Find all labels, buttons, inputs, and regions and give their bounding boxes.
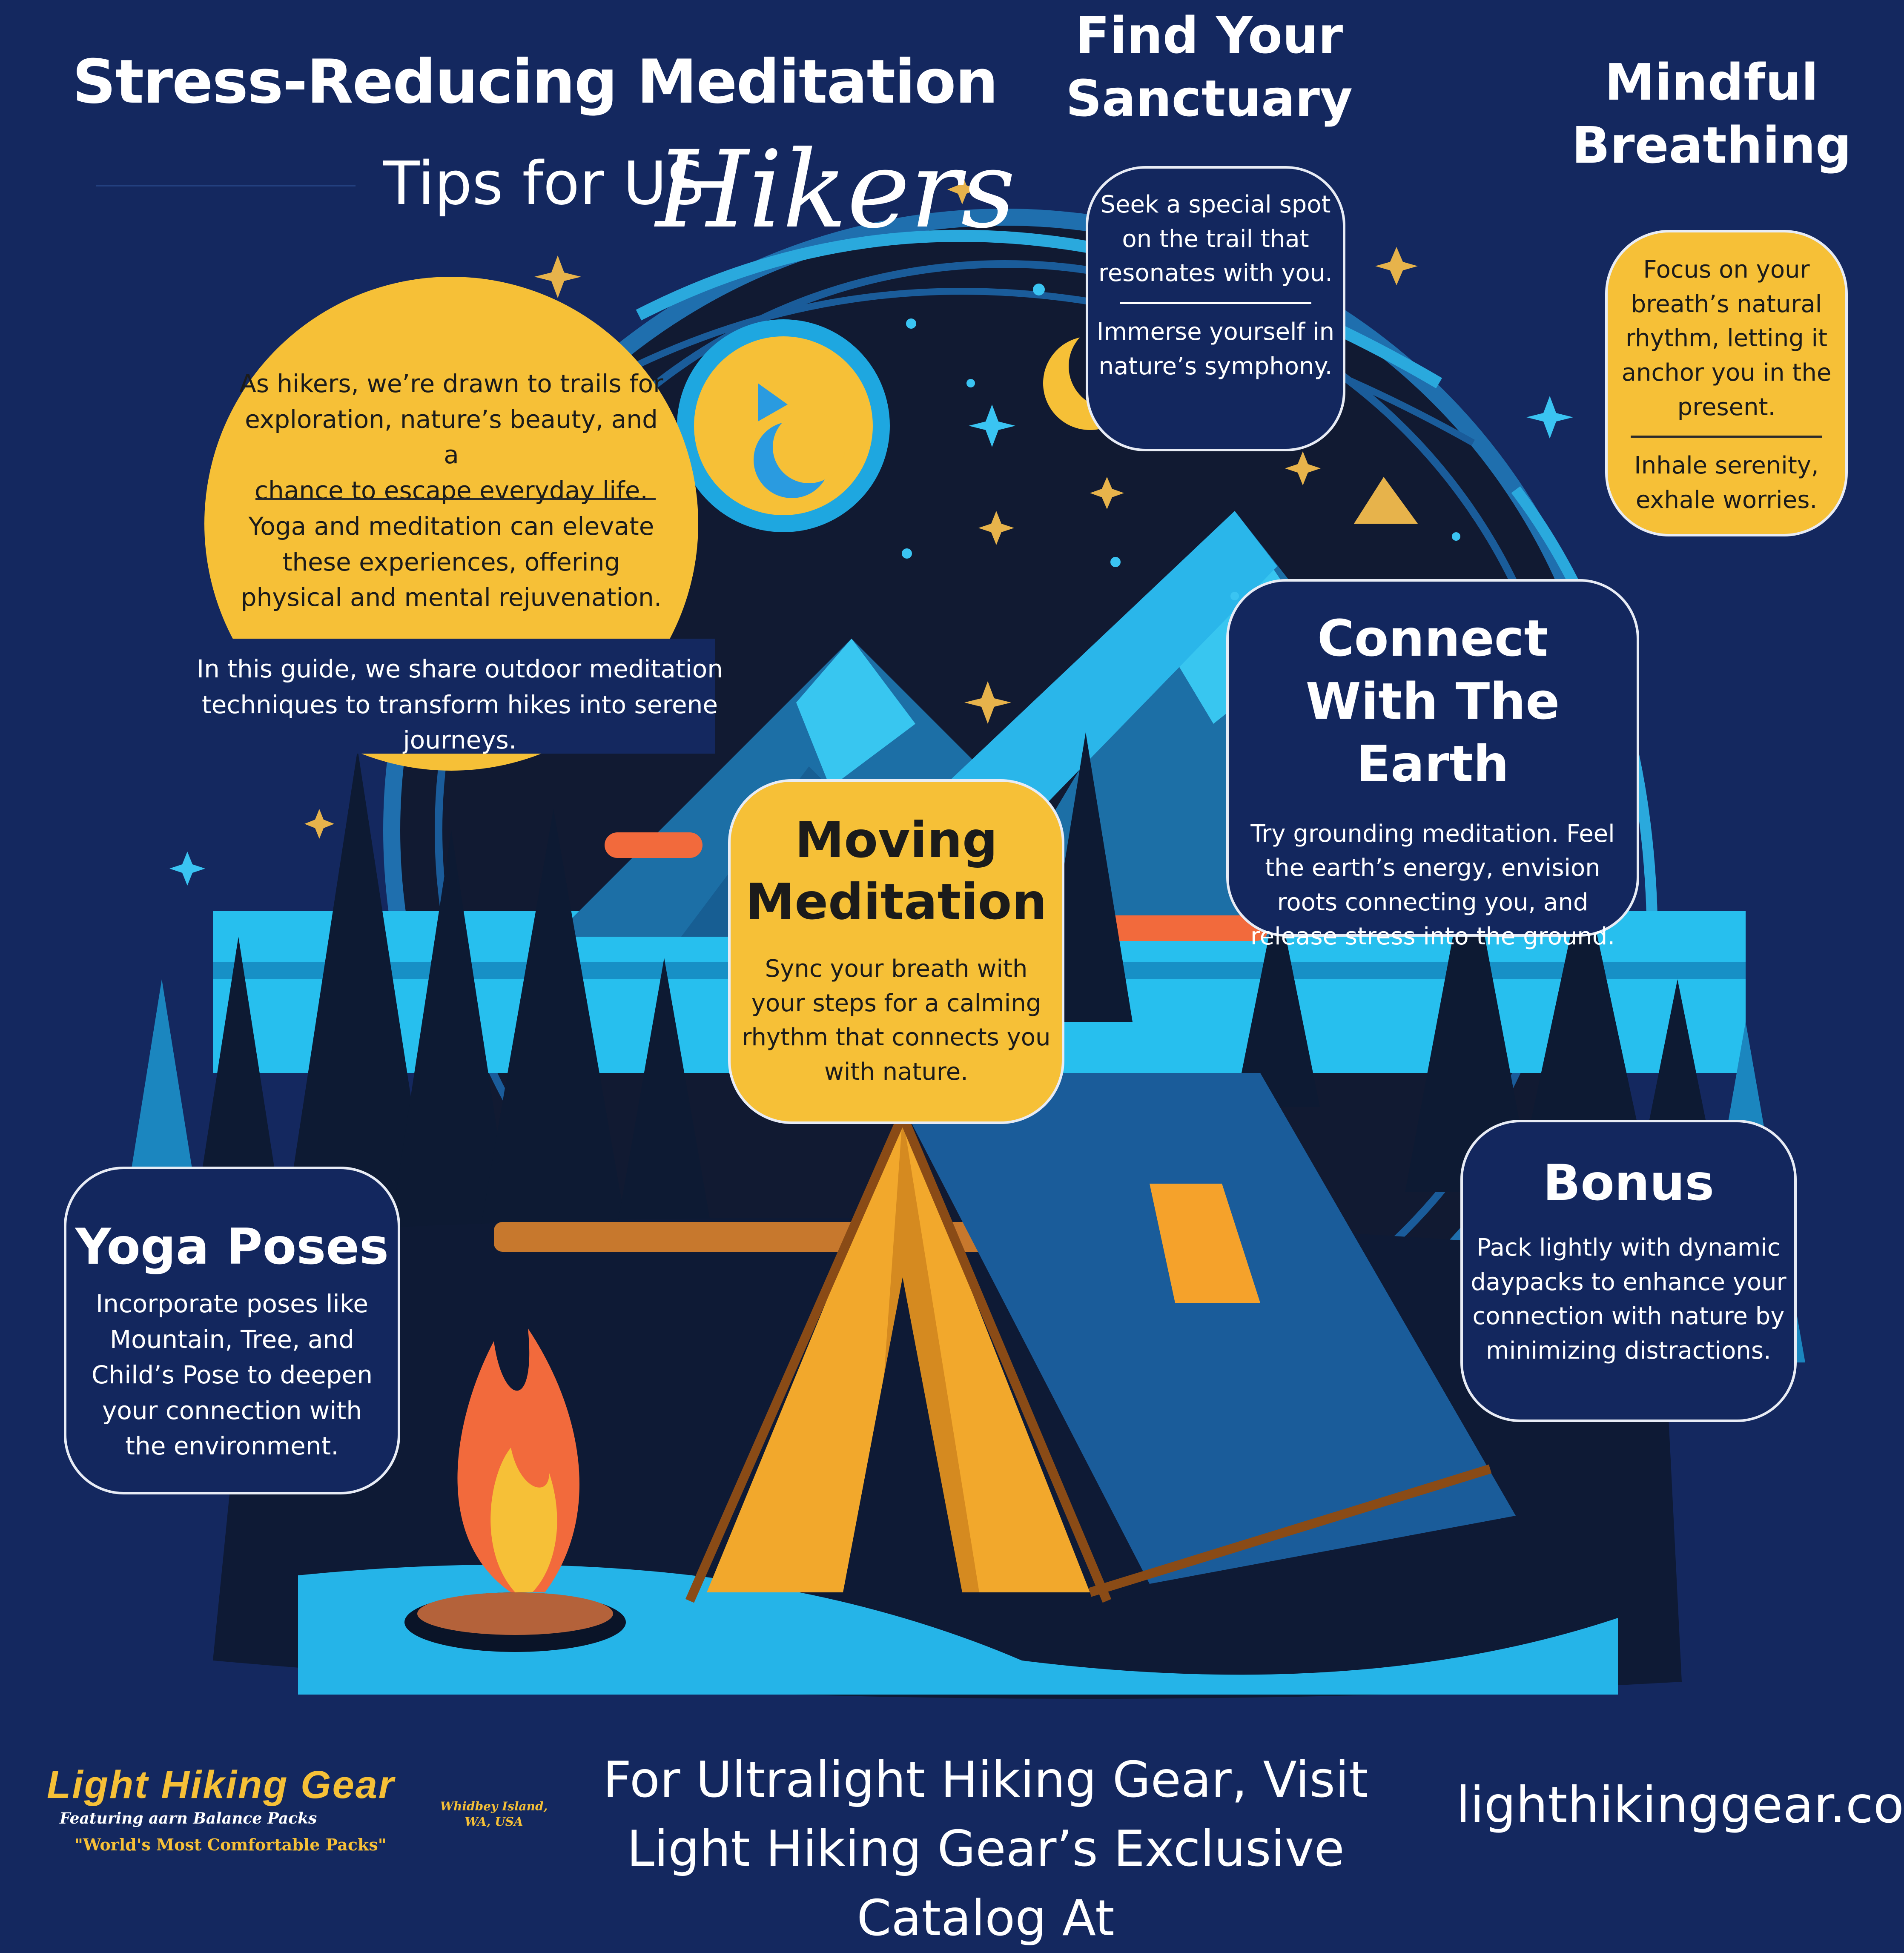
breathing-heading: Mindful Breathing bbox=[1571, 53, 1852, 175]
page-subtitle: Tips for US bbox=[383, 149, 705, 218]
yoga-heading: Yoga Poses bbox=[75, 1218, 389, 1276]
intro-paragraph-3: In this guide, we share outdoor meditati… bbox=[197, 654, 723, 755]
intro-divider bbox=[255, 498, 656, 500]
sanctuary-divider bbox=[1120, 301, 1311, 304]
intro-band bbox=[204, 639, 715, 754]
tent-window bbox=[1150, 1184, 1260, 1303]
brand-tagline: "World's Most Comfortable Packs" bbox=[75, 1835, 387, 1854]
page-title: Stress-Reducing Meditation bbox=[72, 47, 998, 117]
breathing-card: Focus on your breath’s natural rhythm, l… bbox=[1605, 230, 1848, 536]
breathing-text-1: Focus on your breath’s natural rhythm, l… bbox=[1621, 256, 1832, 421]
sanctuary-text-1: Seek a special spot on the trail that re… bbox=[1098, 191, 1333, 287]
breathing-divider bbox=[1631, 436, 1822, 438]
sanctuary-heading: Find Your Sanctuary bbox=[1066, 6, 1353, 128]
footer-cta: For Ultralight Hiking Gear, Visit Light … bbox=[603, 1751, 1368, 1947]
blue-tent bbox=[886, 1073, 1516, 1584]
bonus-card: Bonus Pack lightly with dynamic daypacks… bbox=[1460, 1120, 1797, 1422]
bonus-text: Pack lightly with dynamic daypacks to en… bbox=[1471, 1234, 1786, 1365]
brand-location: Whidbey Island, WA, USA bbox=[440, 1799, 548, 1829]
star-icon bbox=[304, 175, 1418, 839]
tent-icon bbox=[685, 1113, 1492, 1603]
star-icon bbox=[169, 396, 1573, 886]
moving-card: Moving Meditation Sync your breath with … bbox=[728, 779, 1064, 1124]
tent-icon bbox=[1354, 477, 1418, 524]
yoga-text: Incorporate poses like Mountain, Tree, a… bbox=[91, 1289, 373, 1461]
breathing-text-2: Inhale serenity, exhale worries. bbox=[1634, 452, 1819, 514]
river bbox=[298, 1565, 1618, 1695]
sanctuary-text-2: Immerse yourself in nature’s symphony. bbox=[1096, 318, 1335, 380]
moon-icon bbox=[677, 319, 890, 532]
cloud bbox=[605, 832, 703, 858]
title-divider bbox=[96, 185, 356, 186]
earth-card: Connect With The Earth Try grounding med… bbox=[1226, 579, 1639, 950]
brand-logo[interactable]: Light Hiking Gear bbox=[47, 1763, 395, 1807]
moving-heading: Moving Meditation bbox=[745, 812, 1047, 931]
page-subtitle-script: Hikers bbox=[656, 128, 1016, 252]
website-link[interactable]: lighthikinggear.com bbox=[1456, 1775, 1904, 1834]
intro-paragraph-2: Yoga and meditation can elevate these ex… bbox=[241, 512, 662, 612]
bonus-heading: Bonus bbox=[1543, 1154, 1715, 1212]
campfire-icon bbox=[404, 1328, 626, 1652]
sanctuary-card: Seek a special spot on the trail that re… bbox=[1086, 166, 1345, 451]
brand-featuring: Featuring aarn Balance Packs bbox=[60, 1810, 317, 1827]
earth-text: Try grounding meditation. Feel the earth… bbox=[1250, 820, 1615, 951]
earth-heading: Connect With The Earth bbox=[1305, 609, 1560, 793]
intro-paragraph-1: As hikers, we’re drawn to trails for exp… bbox=[239, 369, 663, 505]
cloud bbox=[1090, 915, 1269, 941]
yoga-card: Yoga Poses Incorporate poses like Mounta… bbox=[64, 1167, 400, 1494]
moving-text: Sync your breath with your steps for a c… bbox=[742, 955, 1051, 1086]
